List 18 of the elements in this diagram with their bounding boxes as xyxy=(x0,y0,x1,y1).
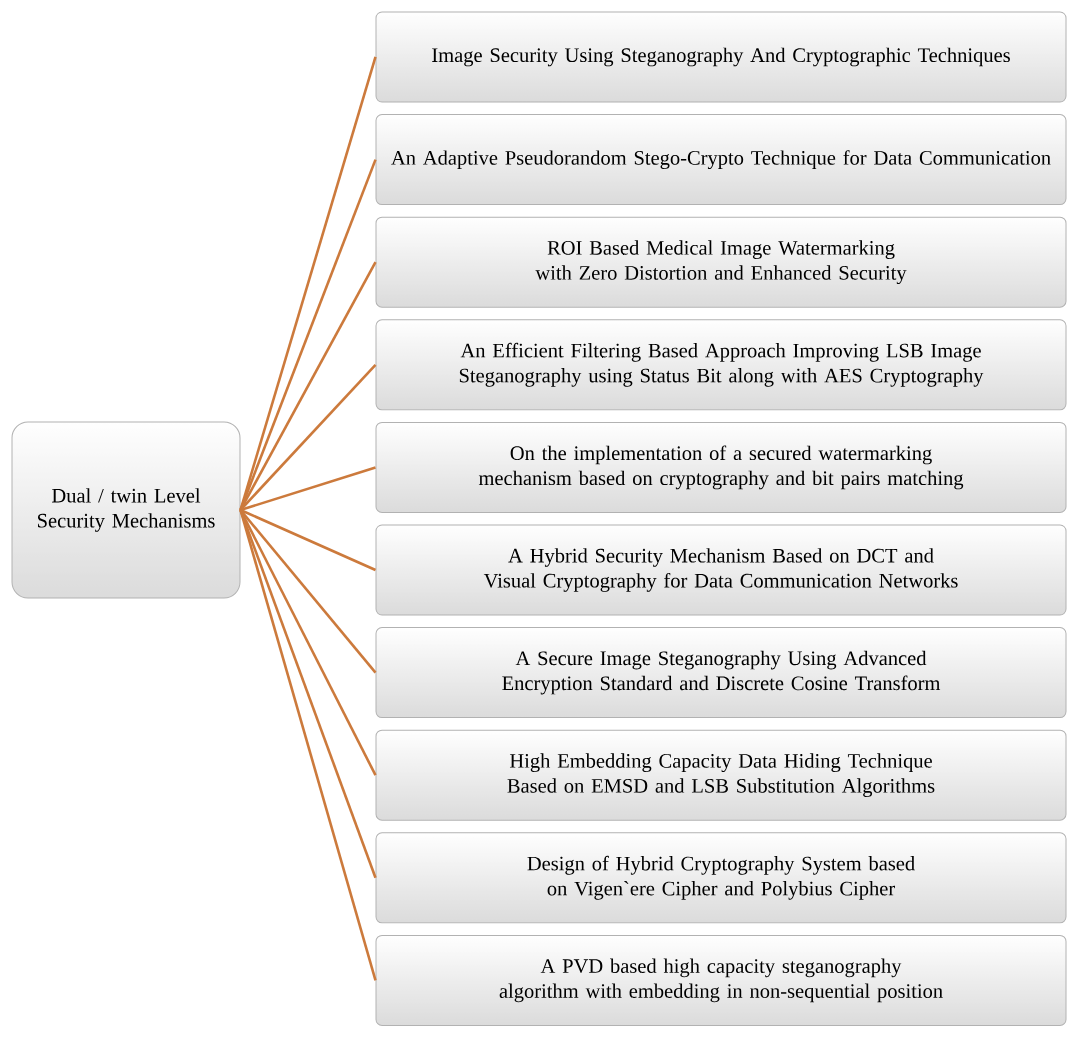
paper-box: On the implementation of a secured watermarking mechanism based on cryptography and bit pairs matching xyxy=(375,421,1067,513)
connector-line xyxy=(240,466,376,512)
connector-line xyxy=(239,159,377,511)
paper-box: A Secure Image Steganography Using Advanced Encryption Standard and Discrete Cosine Transform xyxy=(375,627,1067,719)
paper-box: A Hybrid Security Mechanism Based on DCT and Visual Cryptography for Data Communication Networks xyxy=(375,524,1067,616)
paper-box: A PVD based high capacity steganography algorithm with embedding in non-sequential position xyxy=(375,934,1067,1026)
paper-box: Design of Hybrid Cryptography System based on Vigen`ere Cipher and Polybius Cipher xyxy=(375,832,1067,924)
topic-box: Dual / twin Level Security Mechanisms xyxy=(11,421,241,599)
connector-line xyxy=(239,261,377,511)
paper-box: High Embedding Capacity Data Hiding Technique Based on EMSD and LSB Substitution Algorithms xyxy=(375,729,1067,821)
connector-line xyxy=(239,363,377,511)
paper-box: An Efficient Filtering Based Approach Improving LSB Image Steganography using Status Bit along with AES Cryptography xyxy=(375,319,1067,411)
paper-box: Image Security Using Steganography And Cryptographic Techniques xyxy=(375,11,1067,103)
connector-line xyxy=(240,508,377,572)
connector-line xyxy=(239,509,377,981)
paper-box: ROI Based Medical Image Watermarking with Zero Distortion and Enhanced Security xyxy=(375,216,1067,308)
paper-box: An Adaptive Pseudorandom Stego-Crypto Technique for Data Communication xyxy=(375,114,1067,206)
connector-line xyxy=(239,509,377,776)
